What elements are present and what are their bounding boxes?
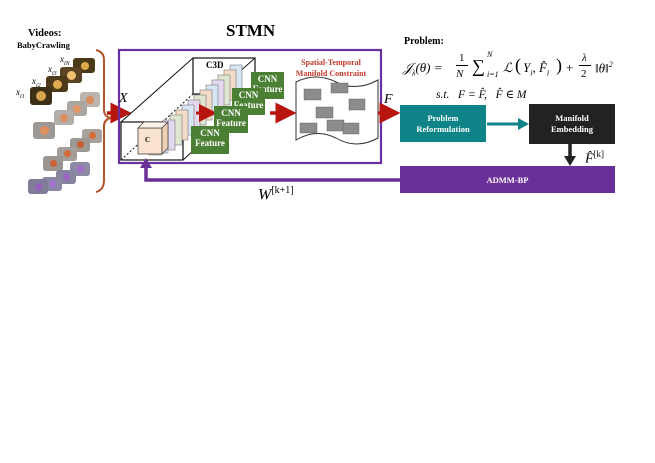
output-symbol: F	[384, 92, 393, 107]
dataset-label: BabyCrawling	[17, 40, 70, 50]
manifold-embedding-box: Manifold Embedding	[529, 104, 615, 144]
video-frame	[28, 179, 48, 194]
video-frame	[30, 87, 52, 105]
frame-label-2: xi2	[32, 76, 41, 89]
cnn-feature-box-1: CNN Feature	[191, 126, 229, 154]
videos-label: Videos:	[28, 28, 62, 39]
manifold-title: Spatial-Temporal Manifold Constraint	[295, 58, 367, 78]
video-frame	[54, 110, 74, 125]
fhat-symbol: F̂[k]	[585, 149, 605, 167]
feedback-arrow	[144, 166, 400, 182]
c-cube	[137, 121, 169, 155]
c-label: C	[145, 136, 151, 144]
objective-formula: 𝒥λ(θ) = 1 N ∑ N i=1 ℒ ( Yi, F̂i ) + λ 2 …	[403, 50, 613, 80]
video-frame	[33, 122, 55, 139]
input-symbol: X	[119, 91, 128, 106]
admm-bp-box: ADMM-BP	[400, 166, 615, 193]
manifold-patches	[299, 82, 366, 135]
video-bracket	[95, 49, 114, 193]
video-frame	[43, 156, 63, 171]
problem-label: Problem:	[404, 36, 444, 47]
c3d-label: C3D	[206, 60, 224, 70]
problem-reformulation-box: Problem Reformulation	[400, 105, 486, 142]
frame-label-1: xi1	[16, 87, 25, 100]
weight-symbol: W[k+1]	[258, 185, 294, 204]
constraint: s.t. F = F̂, F̂ ∈ M	[436, 89, 527, 101]
frame-label-n: xiN	[60, 54, 70, 67]
frame-label-3: xi3	[48, 64, 57, 77]
stmn-title: STMN	[226, 21, 276, 40]
